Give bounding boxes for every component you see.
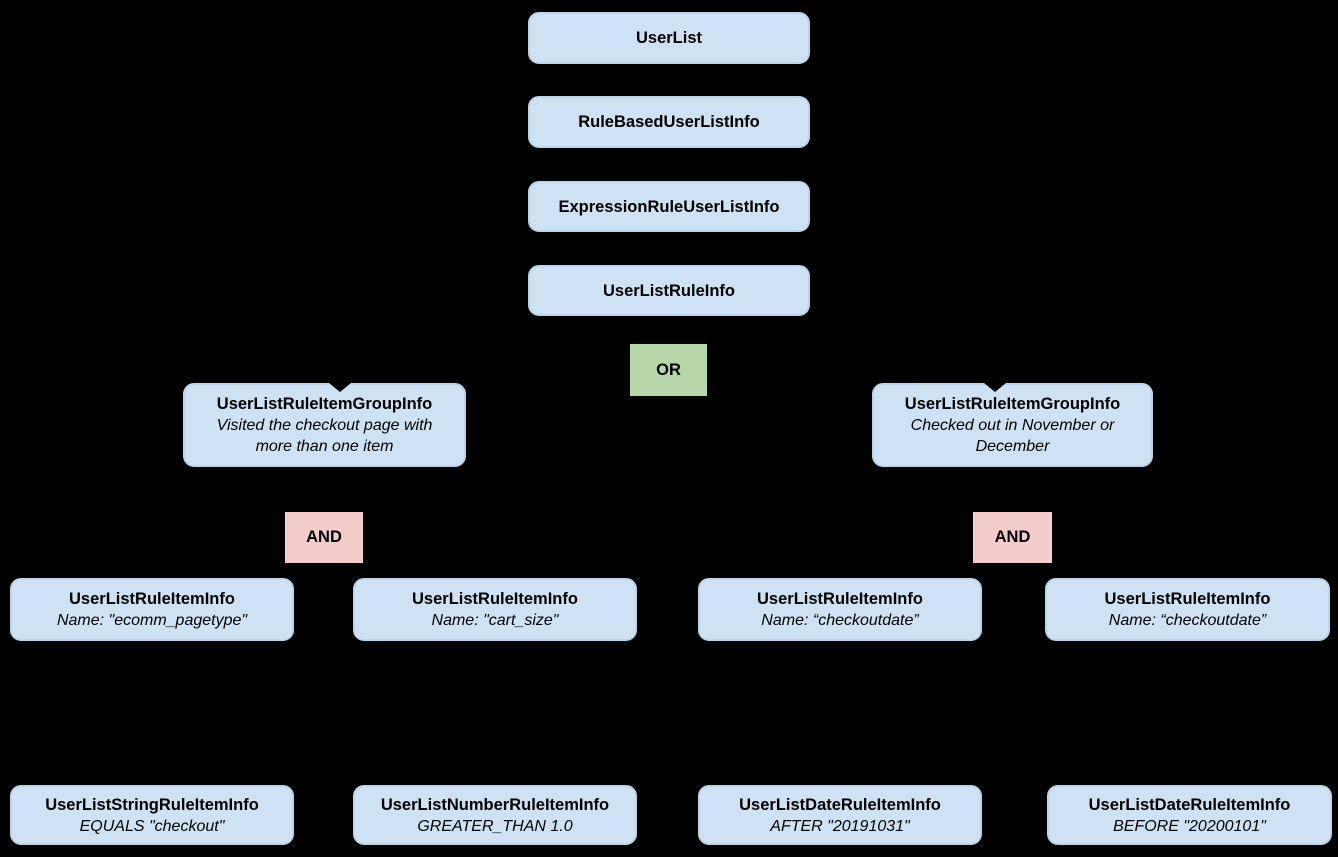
- or-operator-label: OR: [656, 360, 681, 379]
- node-description: Name: “checkoutdate”: [761, 612, 919, 629]
- node-title: UserListRuleItemGroupInfo: [216, 395, 433, 413]
- node-userlistruleinfo: UserListRuleInfo: [528, 265, 810, 316]
- and-operator-label: AND: [994, 528, 1031, 546]
- node-dateruleitem-after: UserListDateRuleItemInfo AFTER "20191031…: [698, 785, 982, 845]
- node-description: Name: “checkoutdate”: [1108, 612, 1267, 629]
- node-description: Name: "ecomm_pagetype": [56, 612, 248, 629]
- node-title: UserListDateRuleItemInfo: [739, 795, 941, 814]
- node-ruleitem-checkoutdate-2: UserListRuleItemInfo Name: “checkoutdate…: [1045, 578, 1330, 641]
- arrowhead-icon: [329, 383, 351, 392]
- arrowhead-icon: [984, 383, 1006, 392]
- node-dateruleitem-before: UserListDateRuleItemInfo BEFORE "2020010…: [1047, 785, 1332, 845]
- node-stringruleitem-equals-checkout: UserListStringRuleItemInfo EQUALS "check…: [10, 785, 294, 845]
- and-operator-box-left: AND: [285, 512, 363, 563]
- node-title: UserListNumberRuleItemInfo: [380, 795, 610, 814]
- node-description: Name: "cart_size": [431, 612, 559, 629]
- node-ruleitem-checkoutdate-1: UserListRuleItemInfo Name: “checkoutdate…: [698, 578, 982, 641]
- node-title: UserListRuleItemInfo: [412, 590, 578, 608]
- node-description: Checked out in November or December: [910, 417, 1115, 455]
- node-description: BEFORE "20200101": [1113, 817, 1266, 835]
- node-title: RuleBasedUserListInfo: [578, 113, 760, 131]
- or-operator-box: OR: [630, 344, 707, 396]
- node-title: UserListRuleInfo: [602, 281, 736, 300]
- node-userlist: UserList: [528, 12, 810, 64]
- node-description: Visited the checkout page with more than…: [216, 417, 433, 455]
- node-numberruleitem-greater-than: UserListNumberRuleItemInfo GREATER_THAN …: [353, 785, 637, 845]
- node-description: GREATER_THAN 1.0: [417, 817, 573, 835]
- node-group-left: UserListRuleItemGroupInfo Visited the ch…: [183, 383, 466, 467]
- node-title: UserListRuleItemInfo: [1104, 590, 1271, 608]
- and-operator-box-right: AND: [973, 512, 1052, 563]
- node-ruleitem-cart-size: UserListRuleItemInfo Name: "cart_size": [353, 578, 637, 641]
- and-operator-label: AND: [306, 528, 342, 546]
- node-title: UserList: [635, 29, 703, 47]
- node-title: UserListRuleItemInfo: [69, 590, 235, 608]
- node-title: ExpressionRuleUserListInfo: [558, 197, 780, 216]
- node-description: AFTER "20191031": [770, 817, 910, 835]
- node-title: UserListStringRuleItemInfo: [45, 795, 259, 814]
- node-description: EQUALS "checkout": [79, 817, 225, 835]
- node-ruleitem-ecomm-pagetype: UserListRuleItemInfo Name: "ecomm_pagety…: [10, 578, 294, 641]
- node-title: UserListRuleItemGroupInfo: [904, 395, 1121, 413]
- node-expressionruleuserlistinfo: ExpressionRuleUserListInfo: [528, 181, 810, 232]
- node-group-right: UserListRuleItemGroupInfo Checked out in…: [872, 383, 1153, 467]
- node-title: UserListDateRuleItemInfo: [1088, 795, 1291, 814]
- node-rulebaseduserlistinfo: RuleBasedUserListInfo: [528, 96, 810, 148]
- node-title: UserListRuleItemInfo: [757, 590, 923, 608]
